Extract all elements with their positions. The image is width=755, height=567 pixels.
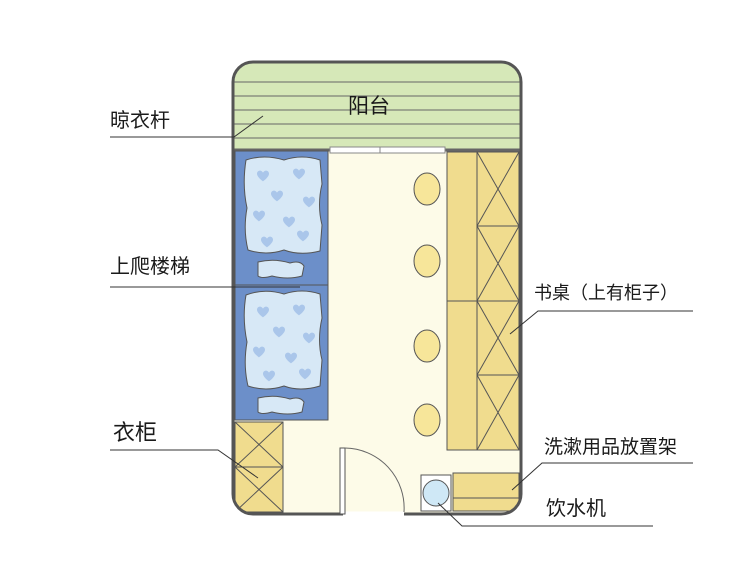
desk — [446, 151, 520, 451]
balcony-area — [233, 62, 521, 150]
bed-upper-pillow — [257, 259, 305, 279]
ladder-label: 上爬楼梯 — [110, 254, 190, 278]
balcony — [233, 62, 521, 154]
water-dispenser-leader — [437, 502, 653, 527]
water-dispenser-icon — [422, 479, 450, 507]
desk-cabinet-crosses — [476, 151, 520, 451]
balcony-sliding-door — [329, 146, 446, 154]
clothesline-label: 晾衣杆 — [110, 108, 170, 132]
desk-leader — [509, 310, 693, 335]
toiletry-rack-label: 洗漱用品放置架 — [544, 436, 678, 458]
stools — [413, 172, 441, 437]
clothesline-leader — [110, 115, 264, 138]
wardrobe-leader — [110, 449, 259, 479]
clothesline-rails — [233, 81, 521, 139]
balcony-label: 阳台 — [348, 94, 390, 118]
bed-lower-pillow — [257, 395, 305, 415]
door-icon — [339, 447, 405, 517]
water-dispenser-label: 饮水机 — [546, 496, 606, 520]
toiletry-rack — [452, 472, 520, 512]
stool-icon — [413, 403, 441, 437]
stool-icon — [413, 329, 441, 363]
toiletry-rack-leader — [511, 462, 693, 491]
water-dispenser — [420, 474, 452, 512]
bunk-area — [234, 150, 329, 421]
stool-icon — [413, 244, 441, 278]
stool-icon — [413, 172, 441, 206]
label-leader-lines — [110, 115, 693, 527]
room — [233, 62, 521, 514]
bed-upper-mattress — [243, 156, 323, 254]
desk-label: 书桌（上有柜子） — [534, 283, 678, 304]
wardrobe-label: 衣柜 — [113, 421, 158, 446]
